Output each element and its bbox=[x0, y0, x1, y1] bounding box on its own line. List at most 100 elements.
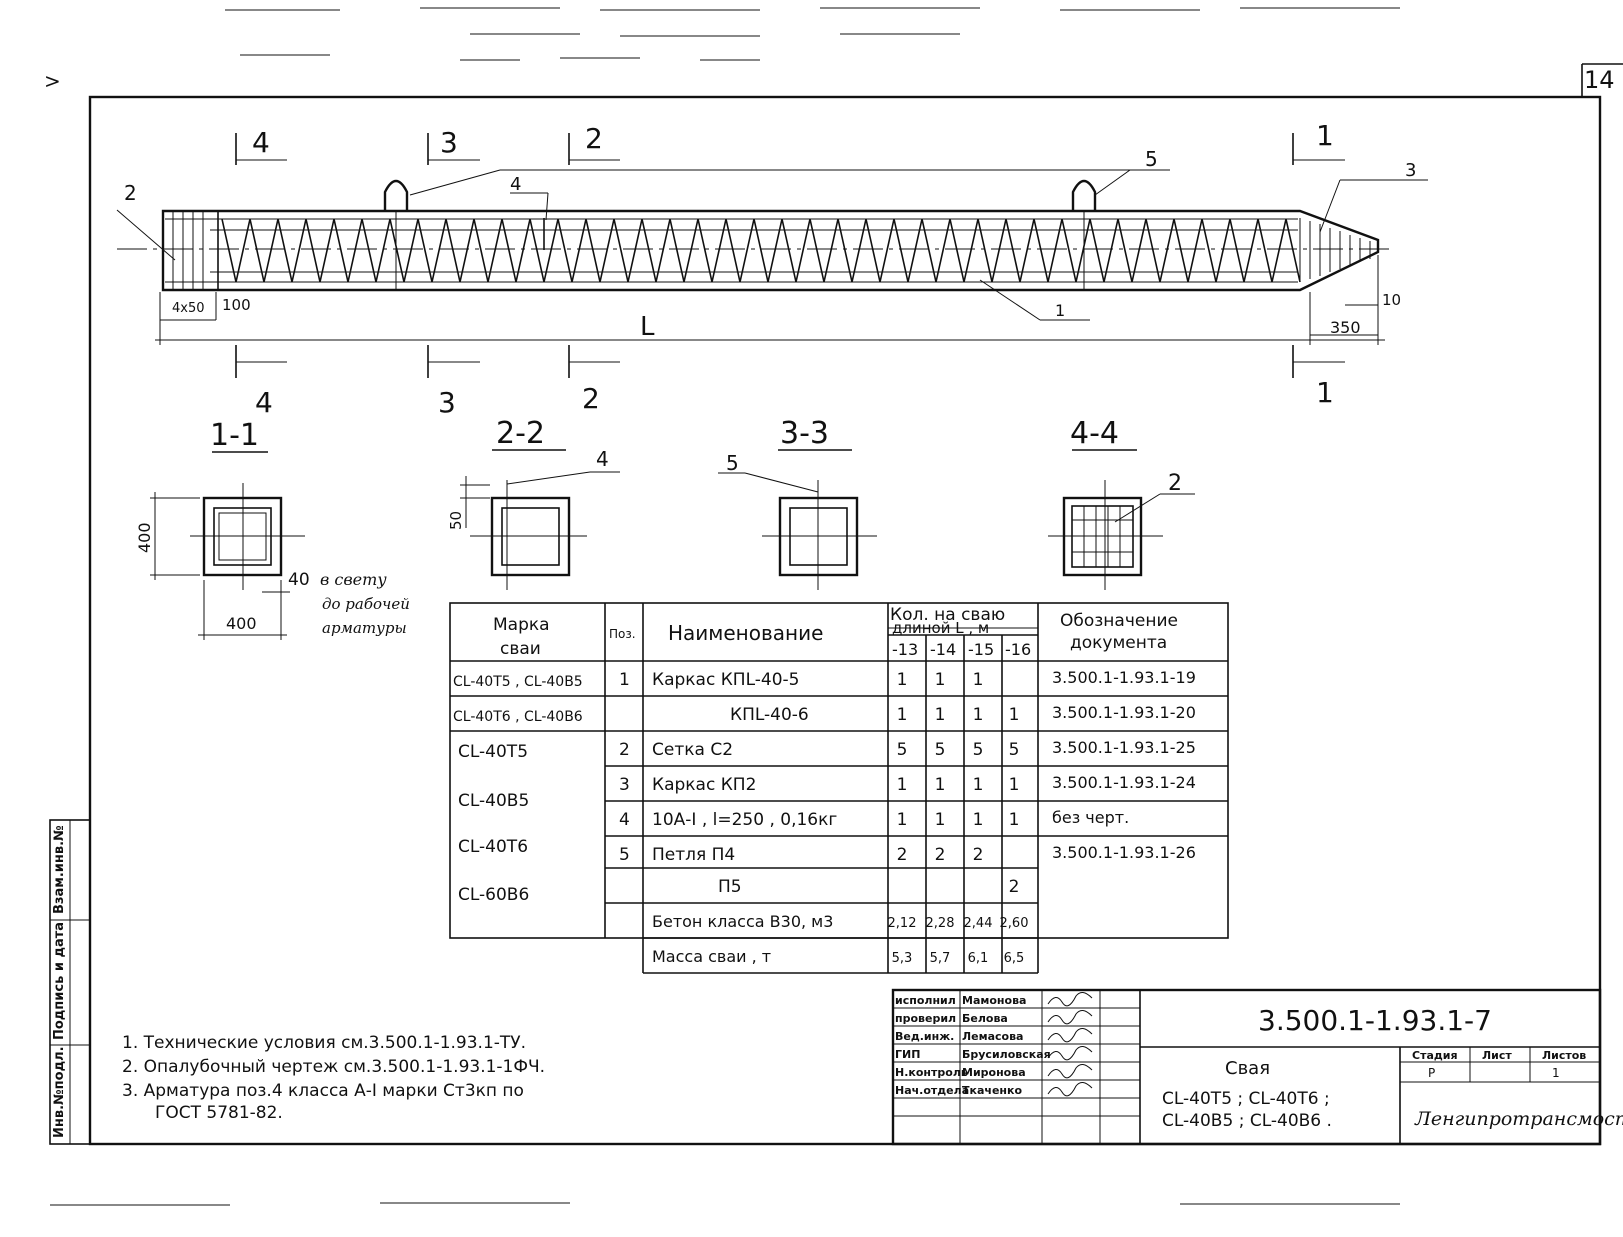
signature-row: ГИП Брусиловская bbox=[895, 1046, 1093, 1061]
svg-text:Лист: Лист bbox=[1482, 1049, 1512, 1062]
name-cell: П5 bbox=[718, 877, 742, 897]
qty-cell: 1 bbox=[897, 775, 908, 795]
doc-cell: 3.500.1-1.93.1-19 bbox=[1052, 668, 1196, 687]
svg-text:3: 3 bbox=[440, 126, 458, 159]
svg-text:4-4: 4-4 bbox=[1070, 416, 1119, 451]
qty-cell: 1 bbox=[897, 810, 908, 830]
signature-row: Вед.инж.Лемасова bbox=[895, 1028, 1093, 1043]
svg-text:5: 5 bbox=[1145, 147, 1158, 171]
qty-cell: 2 bbox=[1009, 877, 1020, 897]
svg-text:1: 1 bbox=[1316, 119, 1334, 152]
pos-cell: 4 bbox=[619, 810, 630, 830]
svg-text:-16: -16 bbox=[1005, 640, 1031, 659]
svg-text:до рабочей: до рабочей bbox=[322, 595, 410, 613]
sheet-number: 14 bbox=[1584, 66, 1615, 94]
name-cell: Брусиловская bbox=[962, 1048, 1051, 1061]
qty-cell: 5 bbox=[973, 740, 984, 760]
signature-scribble bbox=[1047, 1064, 1093, 1079]
qty-cell: 2,28 bbox=[926, 916, 955, 931]
name-cell: 10А-I , l=250 , 0,16кг bbox=[652, 810, 837, 830]
name-cell: Каркас КПL-40-5 bbox=[652, 670, 799, 690]
qty-cell: 2 bbox=[973, 845, 984, 865]
svg-text:в свету: в свету bbox=[320, 570, 387, 589]
qty-cell: 1 bbox=[897, 705, 908, 725]
svg-text:Взам.инв.№: Взам.инв.№ bbox=[52, 825, 67, 914]
svg-text:длиной L , м: длиной L , м bbox=[892, 619, 989, 637]
organization-name: Ленгипротрансмост bbox=[1414, 1108, 1623, 1130]
pos-cell: 2 bbox=[619, 740, 630, 760]
pos-cell: 3 bbox=[619, 775, 630, 795]
svg-text:Кол. на сваю: Кол. на сваю bbox=[890, 605, 1005, 625]
qty-cell: 1 bbox=[1009, 810, 1020, 830]
svg-text:2-2: 2-2 bbox=[496, 416, 545, 451]
qty-cell: 1 bbox=[897, 670, 908, 690]
svg-text:2: 2 bbox=[585, 122, 603, 155]
qty-cell: 1 bbox=[973, 775, 984, 795]
svg-text:сваи: сваи bbox=[500, 639, 541, 659]
svg-text:-13: -13 bbox=[892, 640, 918, 659]
qty-cell: 1 bbox=[973, 670, 984, 690]
signature-scribble bbox=[1047, 992, 1093, 1007]
svg-text:3: 3 bbox=[1405, 160, 1416, 181]
mark-cell: CL-40T5 , CL-40B5 bbox=[453, 674, 583, 690]
svg-text:400: 400 bbox=[226, 614, 257, 633]
general-notes: 1. Технические условия см.3.500.1-1.93.1… bbox=[122, 1033, 545, 1123]
svg-text:4: 4 bbox=[510, 174, 521, 195]
svg-text:3: 3 bbox=[438, 386, 456, 419]
qty-cell: 1 bbox=[1009, 775, 1020, 795]
doc-cell: без черт. bbox=[1052, 808, 1129, 827]
qty-cell: 5 bbox=[897, 740, 908, 760]
svg-text:Поз.: Поз. bbox=[609, 627, 636, 641]
svg-text:Свая: Свая bbox=[1225, 1058, 1270, 1079]
svg-text:Наименование: Наименование bbox=[668, 621, 823, 645]
corner-mark: > bbox=[44, 69, 61, 93]
qty-cell: 1 bbox=[935, 670, 946, 690]
mark-cell: CL-40T6 , CL-40B6 bbox=[453, 709, 583, 725]
name-cell: Белова bbox=[962, 1012, 1008, 1025]
name-cell: Ткаченко bbox=[962, 1084, 1022, 1097]
svg-text:Обозначение: Обозначение bbox=[1060, 611, 1178, 631]
pos-cell: 5 bbox=[619, 845, 630, 865]
mark-cell: CL-60B6 bbox=[458, 885, 529, 905]
doc-cell: 3.500.1-1.93.1-26 bbox=[1052, 843, 1196, 862]
svg-text:-15: -15 bbox=[968, 640, 994, 659]
note-line: 1. Технические условия см.3.500.1-1.93.1… bbox=[122, 1033, 526, 1053]
svg-text:2: 2 bbox=[124, 181, 137, 205]
section-1-1-title: 1-1 bbox=[210, 418, 259, 453]
svg-text:350: 350 bbox=[1330, 318, 1361, 337]
name-cell: Каркас КП2 bbox=[652, 775, 756, 795]
signature-scribble bbox=[1047, 1028, 1093, 1043]
qty-cell: 1 bbox=[935, 705, 946, 725]
doc-cell: 3.500.1-1.93.1-20 bbox=[1052, 703, 1196, 722]
svg-text:4x50: 4x50 bbox=[172, 301, 205, 316]
specification-table: Марка сваи Поз. Наименование Кол. на сва… bbox=[449, 602, 1229, 974]
svg-text:Подпись и дата: Подпись и дата bbox=[52, 922, 67, 1040]
mark-cell: CL-40B5 bbox=[458, 791, 529, 811]
qty-cell: 5 bbox=[1009, 740, 1020, 760]
svg-text:50: 50 bbox=[447, 511, 465, 530]
qty-cell: 2,12 bbox=[888, 916, 917, 931]
svg-text:5: 5 bbox=[726, 451, 739, 475]
name-cell: Петля П4 bbox=[652, 845, 735, 865]
svg-text:Р: Р bbox=[1428, 1066, 1435, 1080]
name-cell: Лемасова bbox=[962, 1030, 1023, 1043]
note-line: ГОСТ 5781-82. bbox=[155, 1103, 283, 1123]
svg-text:4: 4 bbox=[252, 126, 270, 159]
svg-text:Инв.№подл.: Инв.№подл. bbox=[52, 1046, 67, 1138]
svg-text:4: 4 bbox=[255, 386, 273, 419]
qty-cell: 2 bbox=[935, 845, 946, 865]
role-cell: исполнил bbox=[895, 994, 956, 1007]
svg-text:2: 2 bbox=[1168, 471, 1182, 496]
mark-cell: CL-40T6 bbox=[458, 837, 528, 857]
svg-text:CL-40T5 ; CL-40T6 ;: CL-40T5 ; CL-40T6 ; bbox=[1162, 1089, 1330, 1109]
name-cell: Миронова bbox=[962, 1066, 1026, 1079]
svg-text:2: 2 bbox=[582, 382, 600, 415]
role-cell: ГИП bbox=[895, 1048, 920, 1061]
